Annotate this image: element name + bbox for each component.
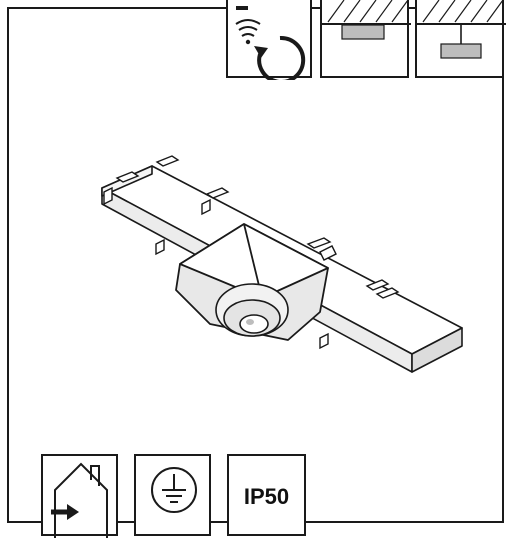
protective-earth-icon bbox=[151, 467, 197, 513]
sensor-wireless-tile bbox=[226, 0, 312, 80]
sensor-lens bbox=[215, 283, 289, 337]
product-illustration bbox=[101, 155, 463, 373]
ceiling-pendant-mount-tile bbox=[415, 0, 506, 78]
ceiling-pendant-mount-icon bbox=[417, 0, 506, 59]
indoor-use-tile bbox=[41, 454, 118, 538]
sensor-wireless-icon bbox=[235, 6, 306, 80]
indoor-use-icon bbox=[51, 462, 108, 538]
protective-earth-tile bbox=[134, 454, 211, 536]
ip-rating-badge: IP50 bbox=[243, 484, 290, 509]
ip-rating-tile: IP50 bbox=[227, 454, 306, 536]
motion-sensor-housing bbox=[175, 223, 329, 341]
ceiling-surface-mount-tile bbox=[320, 0, 411, 78]
ceiling-surface-mount-icon bbox=[322, 0, 411, 40]
mounting-clips bbox=[103, 155, 400, 350]
